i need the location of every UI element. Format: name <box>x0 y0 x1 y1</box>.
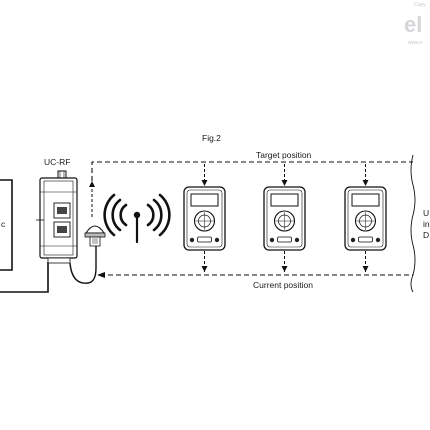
device-label: UC-RF <box>44 157 70 167</box>
sensor-cable <box>69 246 97 284</box>
indicator-button-right <box>214 237 220 243</box>
indicator-button-left <box>350 237 356 243</box>
indicator-1 <box>183 164 226 272</box>
indicator-display <box>270 193 299 207</box>
indicator-2 <box>263 164 306 272</box>
indicator-3 <box>344 164 387 272</box>
figure-caption: Fig.2 <box>202 133 221 143</box>
sensor-probe-icon <box>84 225 106 247</box>
right-text-line1: U <box>423 208 429 218</box>
indicator-button-right <box>294 237 300 243</box>
current-arrow-left <box>97 272 105 278</box>
watermark-copyright: Copy <box>414 2 426 8</box>
wireless-signal-icon <box>103 193 171 244</box>
current-position-label: Current position <box>253 280 313 290</box>
indicator-button-left <box>269 237 275 243</box>
right-text-line3: D <box>423 230 429 240</box>
watermark-logo-text: el <box>404 12 422 37</box>
control-cable <box>0 262 49 293</box>
watermark-logo: Copy el www.e <box>404 2 426 46</box>
control-unit-box: c <box>0 179 13 271</box>
uc-rf-device <box>36 170 78 264</box>
indicator-display <box>351 193 380 207</box>
target-bus-line <box>91 161 413 181</box>
indicator-display <box>190 193 219 207</box>
break-line <box>410 154 416 293</box>
right-text-line2: in <box>423 219 430 229</box>
indicator-button-left <box>189 237 195 243</box>
target-position-label: Target position <box>256 150 312 160</box>
watermark-small-text: www.e <box>408 40 423 46</box>
control-unit-label: c <box>1 219 6 229</box>
indicator-button-right <box>375 237 381 243</box>
